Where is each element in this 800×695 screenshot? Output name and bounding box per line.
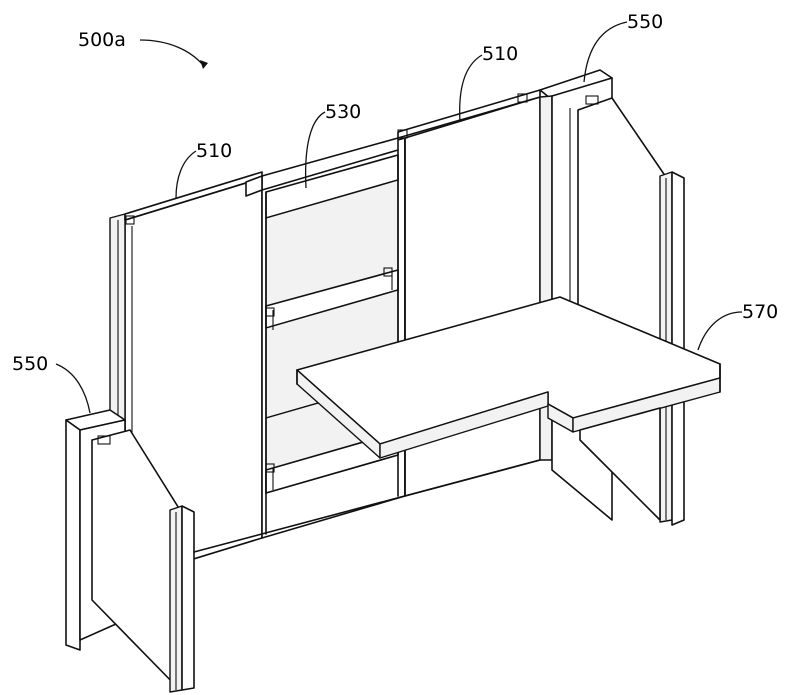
label-550-right: 550	[627, 11, 663, 33]
left-post	[65, 409, 541, 693]
reference-labels: 500a 510 530 510 550 550 570	[12, 11, 778, 414]
middle-frame-unit	[245, 137, 406, 539]
label-510-left: 510	[196, 140, 232, 162]
leader-550-left	[55, 363, 91, 414]
label-510-right: 510	[482, 43, 518, 65]
label-550-left: 550	[12, 353, 48, 375]
label-500a: 500a	[78, 29, 126, 51]
desk-top	[296, 296, 721, 521]
label-570: 570	[742, 301, 778, 323]
leader-500a-arrow	[200, 60, 208, 69]
leader-530	[304, 111, 326, 189]
leader-510-right	[459, 54, 483, 123]
leader-570	[697, 311, 743, 351]
leader-510-left	[175, 150, 197, 199]
label-530: 530	[325, 101, 361, 123]
leader-500a	[139, 39, 204, 66]
leader-550-right	[583, 21, 628, 83]
